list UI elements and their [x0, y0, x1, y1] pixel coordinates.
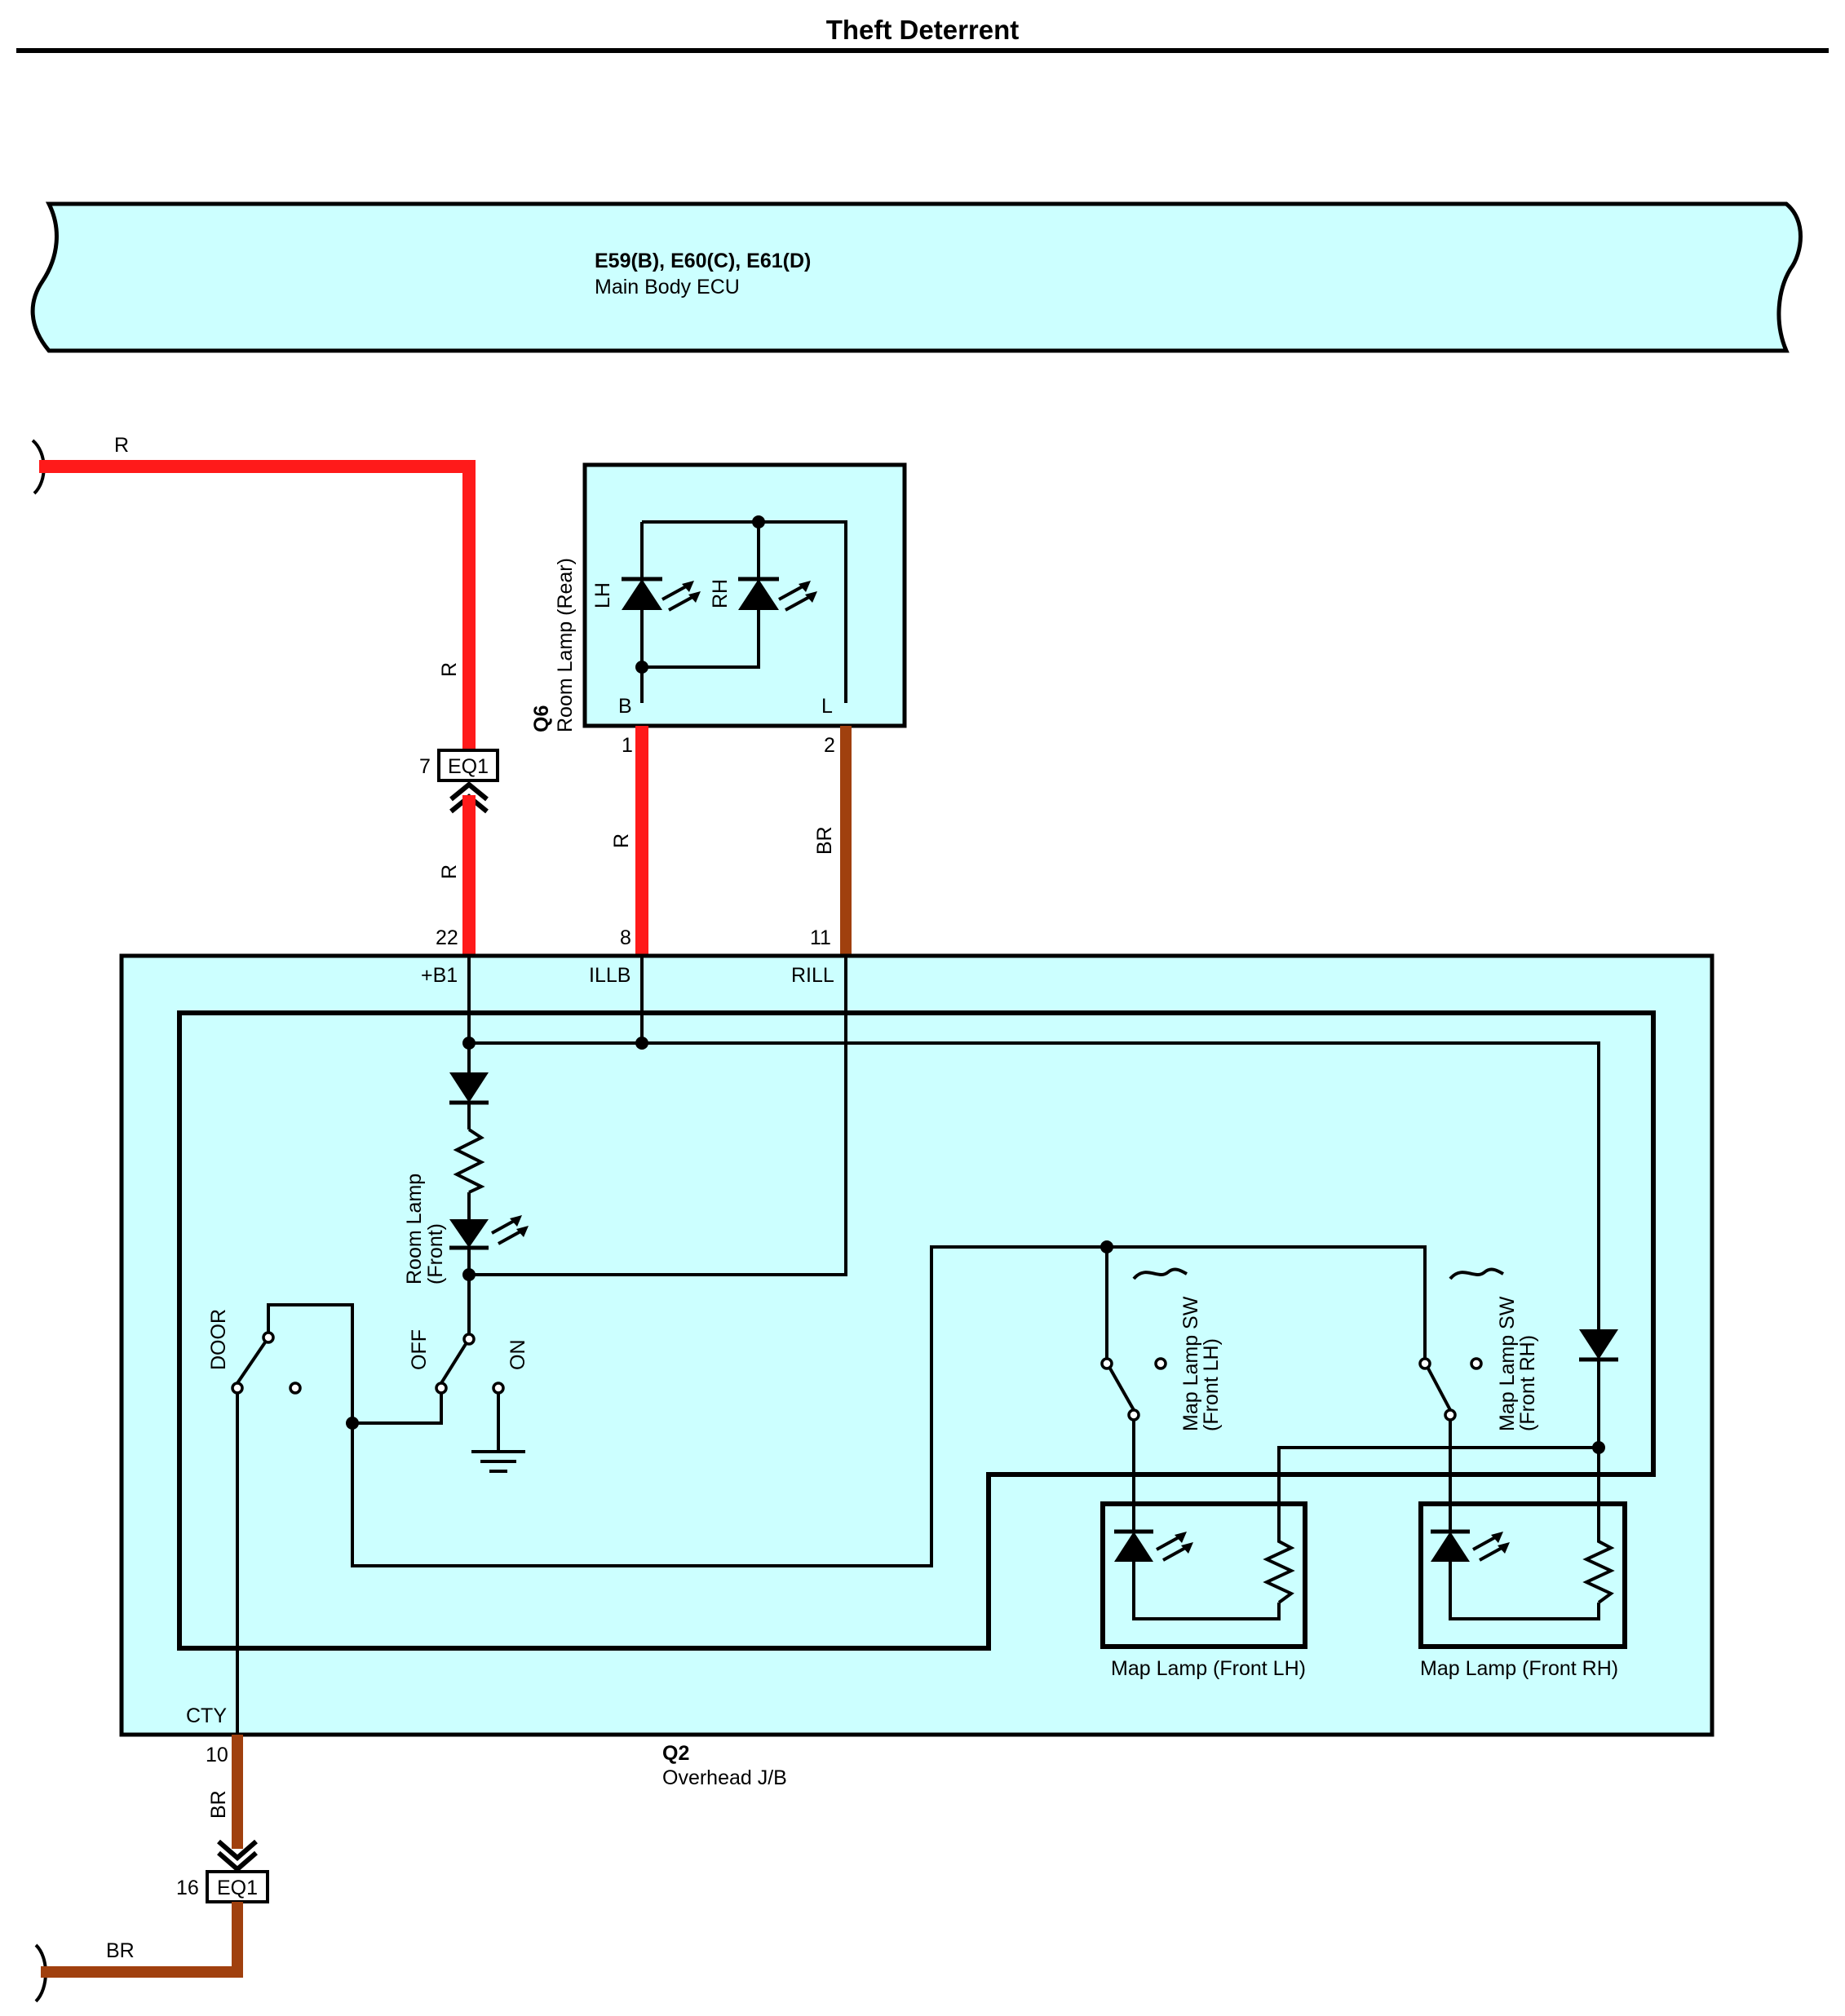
- pin-10: 10: [206, 1744, 228, 1766]
- eq1-bottom-name: EQ1: [217, 1877, 258, 1899]
- map-lamp-rh-box: [1418, 1501, 1627, 1649]
- map-lamp-rh-resistor-icon: [1582, 1533, 1615, 1604]
- term-illb: ILLB: [589, 964, 630, 987]
- wire-red-feed: [39, 460, 476, 749]
- led-rh-icon: [738, 577, 817, 612]
- term-l-label: L: [821, 695, 833, 718]
- eq1-top-pin: 7: [419, 755, 431, 778]
- ecu-connectors: E59(B), E60(C), E61(D): [595, 250, 811, 272]
- diode-icon: [449, 1072, 489, 1103]
- map-sw-lh-knob-icon: [1132, 1267, 1188, 1280]
- jb-internal-circuit: [231, 956, 1627, 1735]
- rear-pin-2: 2: [824, 734, 835, 757]
- wire-color-label-br3: BR: [106, 1939, 135, 1962]
- wire-color-label-r1: R: [114, 434, 129, 457]
- jb-inner-outline: [177, 1010, 1656, 1651]
- overhead-jb: [119, 953, 1714, 1737]
- map-lamp-rh-label: Map Lamp (Front RH): [1420, 1657, 1618, 1680]
- map-lamp-rh-led-icon: [1431, 1529, 1510, 1562]
- pin-8: 8: [620, 926, 631, 949]
- room-lamp-rear: LH RH B L: [582, 462, 907, 728]
- connector-eq1-top: EQ1 7: [419, 749, 499, 814]
- map-lamp-lh-label: Map Lamp (Front LH): [1111, 1657, 1306, 1680]
- led-rh-label: RH: [709, 579, 732, 608]
- term-b-label: B: [618, 695, 632, 718]
- page-title: Theft Deterrent: [826, 15, 1020, 45]
- jb-name: Overhead J/B: [662, 1766, 787, 1789]
- connector-eq1-bottom: EQ1 16: [176, 1839, 269, 1903]
- map-sw-lh-line1: Map Lamp SW: [1179, 1296, 1202, 1431]
- pin-11: 11: [810, 926, 831, 949]
- room-lamp-front-line2: (Front): [424, 1223, 447, 1284]
- map-sw-rh-line1: Map Lamp SW: [1496, 1296, 1519, 1431]
- switch-door-label: DOOR: [207, 1309, 230, 1370]
- main-body-ecu: E59(B), E60(C), E61(D) Main Body ECU: [30, 201, 1803, 353]
- jb-code: Q2: [662, 1742, 689, 1765]
- map-sw-rh-knob-icon: [1449, 1267, 1504, 1280]
- wire-color-label-r2: R: [438, 662, 461, 677]
- rear-lamp-code: Q6: [530, 705, 553, 732]
- diode-right-icon: [1579, 1329, 1618, 1359]
- term-cty: CTY: [186, 1704, 227, 1727]
- map-lamp-lh-box: [1100, 1501, 1307, 1649]
- map-lamp-lh-resistor-icon: [1263, 1533, 1295, 1604]
- ecu-name: Main Body ECU: [595, 276, 740, 298]
- wire-color-label-br2: BR: [207, 1790, 230, 1819]
- resistor-icon: [453, 1128, 485, 1194]
- room-lamp-front-line1: Room Lamp: [403, 1174, 426, 1284]
- led-lh-label: LH: [591, 582, 614, 608]
- wire-brown-return: [41, 1902, 243, 1978]
- switch-off-label: OFF: [408, 1329, 431, 1370]
- switch-on-label: ON: [507, 1340, 529, 1371]
- wire-color-label-r4: R: [610, 833, 633, 848]
- term-b1: +B1: [421, 964, 458, 987]
- pin-22: 22: [436, 926, 458, 949]
- ground-icon: [471, 1450, 525, 1473]
- map-sw-lh-line2: (Front LH): [1200, 1338, 1223, 1431]
- term-rill: RILL: [791, 964, 834, 987]
- eq1-top-name: EQ1: [448, 755, 489, 778]
- led-lh-icon: [622, 577, 701, 612]
- wire-color-label-br1: BR: [813, 826, 836, 855]
- eq1-bottom-pin: 16: [176, 1877, 199, 1899]
- wire-color-label-r3: R: [438, 864, 461, 879]
- rear-pin-1: 1: [622, 734, 633, 757]
- map-sw-rh-line2: (Front RH): [1516, 1335, 1539, 1431]
- map-lamp-lh-led-icon: [1114, 1529, 1193, 1562]
- rear-lamp-name: Room Lamp (Rear): [554, 558, 577, 732]
